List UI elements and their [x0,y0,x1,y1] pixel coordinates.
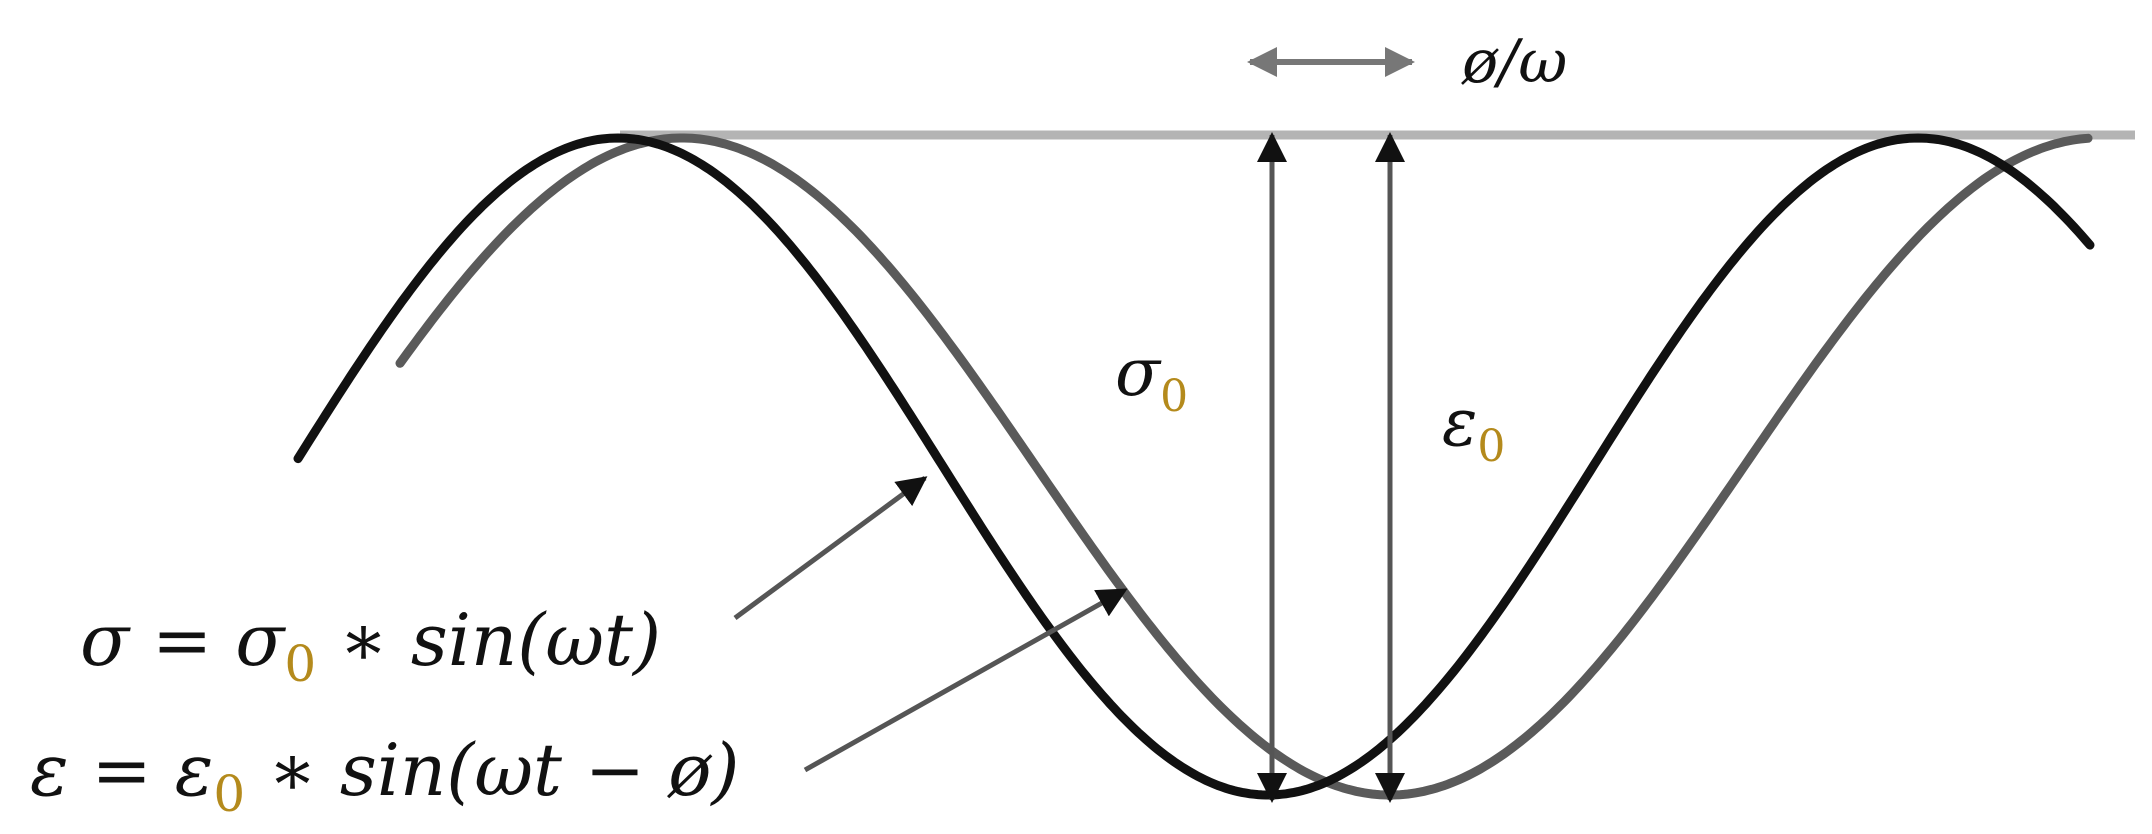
strain-curve [395,133,2093,800]
strain-equation-pointer [803,587,1128,773]
stress-curve [293,133,2095,800]
strain-equation: ε = ε0 ∗ sin(ωt − ø) [30,728,740,823]
stress-amplitude-label: σ0 [1115,334,1188,422]
strain-amplitude-label: ε0 [1442,384,1505,472]
phase-shift-label: ø/ω [1461,27,1567,97]
stress-equation-pointer [733,475,928,621]
stress-equation: σ = σ0 ∗ sin(ωt) [80,598,661,693]
